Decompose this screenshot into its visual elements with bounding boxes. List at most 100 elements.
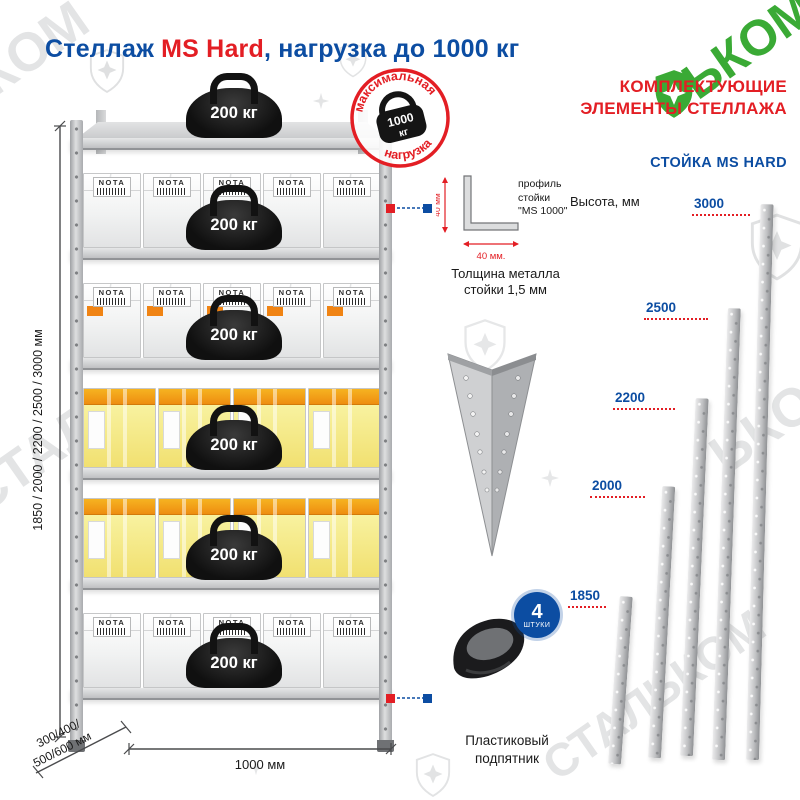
watermark-text-right: ЬКОМ — [698, 345, 800, 486]
shelf-load-weight: 200 кг — [186, 530, 282, 580]
shelf-load-label: 200 кг — [210, 325, 258, 344]
rack-shelf — [70, 138, 392, 150]
box-brand-label: NOTA — [273, 177, 311, 198]
post-2200 — [680, 398, 709, 757]
thickness-line-1: Толщина металла — [451, 266, 560, 281]
rack-front-post — [70, 120, 83, 742]
barcode-icon — [277, 188, 307, 196]
box-brand-label: NOTA — [93, 177, 131, 198]
post-2500 — [712, 308, 741, 761]
stamp-weight-value: 1000 — [386, 110, 416, 130]
shield-watermark-icon — [339, 42, 367, 78]
profile-dim-vertical: 40 мм — [436, 193, 442, 217]
barcode-icon — [97, 298, 127, 306]
carton-box — [83, 388, 156, 468]
dotted-leader-line — [692, 214, 750, 216]
rack-shelf — [70, 248, 392, 260]
rack-foot — [68, 740, 85, 752]
title-part-2: MS Hard — [161, 34, 264, 63]
paper-pack-label — [88, 521, 105, 559]
profile-cross-section — [463, 175, 519, 231]
components-heading-line-1: КОМПЛЕКТУЮЩИЕ — [619, 77, 787, 96]
shelf-load-weight: 200 кг — [186, 420, 282, 470]
shelf-load-weight: 200 кг — [186, 200, 282, 250]
shelf-load-label: 200 кг — [210, 545, 258, 564]
shelf-load-label: 200 кг — [210, 103, 258, 122]
barcode-icon — [337, 188, 367, 196]
paper-pack-label — [163, 521, 180, 559]
plastic-foot-label: Пластиковый подпятник — [428, 732, 586, 767]
components-heading: КОМПЛЕКТУЮЩИЕ ЭЛЕМЕНТЫ СТЕЛЛАЖА — [535, 76, 787, 120]
plastic-foot-illustration — [453, 618, 525, 679]
shelf-load-weight: 200 кг — [186, 638, 282, 688]
carton-box: NOTA — [323, 283, 381, 358]
barcode-icon — [157, 298, 187, 306]
post-2000 — [648, 486, 676, 759]
box-brand-label: NOTA — [273, 617, 311, 638]
carton-box: NOTA — [323, 173, 381, 248]
dotted-leader-line — [613, 408, 675, 410]
foot-count-badge: 4 штуки — [514, 592, 560, 638]
shelf-load-label: 200 кг — [210, 215, 258, 234]
paper-pack-label — [88, 411, 105, 449]
shelf-load-weight: 200 кг — [186, 88, 282, 138]
box-brand-label: NOTA — [153, 177, 191, 198]
rack-shelf — [70, 688, 392, 700]
profile-label: профиль стойки "MS 1000" — [518, 178, 590, 219]
carton-box: NOTA — [83, 283, 141, 358]
post-height-label: 3000 — [694, 196, 725, 211]
components-heading-line-2: ЭЛЕМЕНТЫ СТЕЛЛАЖА — [580, 99, 787, 119]
post-3000 — [746, 204, 774, 761]
shelf-load-weight: 200 кг — [186, 310, 282, 360]
profile-label-line-2: стойки — [518, 191, 551, 204]
post-profile-diagram: 40 мм 40 мм. — [436, 175, 519, 262]
post-height-unit-label: Высота, мм — [570, 194, 640, 209]
title-part-1: Стеллаж — [45, 34, 162, 63]
carton-box: NOTA — [83, 613, 141, 688]
dotted-leader-line — [568, 606, 606, 608]
shield-watermark-icon — [750, 213, 800, 281]
thickness-line-2: стойки 1,5 мм — [464, 282, 547, 298]
box-brand-label: NOTA — [333, 287, 371, 308]
foot-count-number: 4 — [531, 600, 543, 623]
box-brand-label: NOTA — [93, 617, 131, 638]
paper-pack-label — [163, 411, 180, 449]
barcode-icon — [337, 298, 367, 306]
shield-watermark-icon — [415, 753, 451, 797]
shelf-load-label: 200 кг — [210, 435, 258, 454]
shelf-load-label: 200 кг — [210, 653, 258, 672]
title-part-3: , нагрузка до 1000 кг — [263, 34, 520, 63]
dotted-leader-line — [644, 318, 708, 320]
barcode-icon — [97, 188, 127, 196]
carton-box: NOTA — [143, 613, 201, 688]
profile-label-line-1: профиль — [518, 178, 562, 190]
carton-box — [83, 498, 156, 578]
stamp-weight-body — [376, 104, 427, 144]
barcode-icon — [157, 188, 187, 196]
stamp-weight-unit: кг — [398, 127, 410, 140]
paper-pack-label — [313, 411, 330, 449]
brand-shield-icon — [655, 70, 693, 118]
rack-foot — [377, 740, 394, 752]
carton-box: NOTA — [83, 173, 141, 248]
rack-front-post — [379, 120, 392, 742]
box-brand-label: NOTA — [153, 287, 191, 308]
rack-shelf — [70, 358, 392, 370]
post-height-label: 2500 — [646, 300, 677, 315]
post-height-label: 2200 — [615, 390, 646, 405]
box-brand-label: NOTA — [93, 287, 131, 308]
angle-post-illustration — [447, 353, 537, 557]
barcode-icon — [277, 628, 307, 636]
sparkle-icon — [312, 92, 330, 110]
profile-dim-horizontal: 40 мм. — [477, 251, 506, 262]
barcode-icon — [157, 628, 187, 636]
post-section-subheading: СТОЙКА MS HARD — [650, 155, 787, 171]
connector-marker-blue — [423, 694, 432, 703]
foot-label-line-2: подпятник — [474, 750, 540, 766]
post-height-label: 2000 — [592, 478, 623, 493]
barcode-icon — [97, 628, 127, 636]
carton-box — [308, 498, 381, 578]
sparkle-icon — [541, 469, 559, 487]
paper-pack-label — [313, 521, 330, 559]
